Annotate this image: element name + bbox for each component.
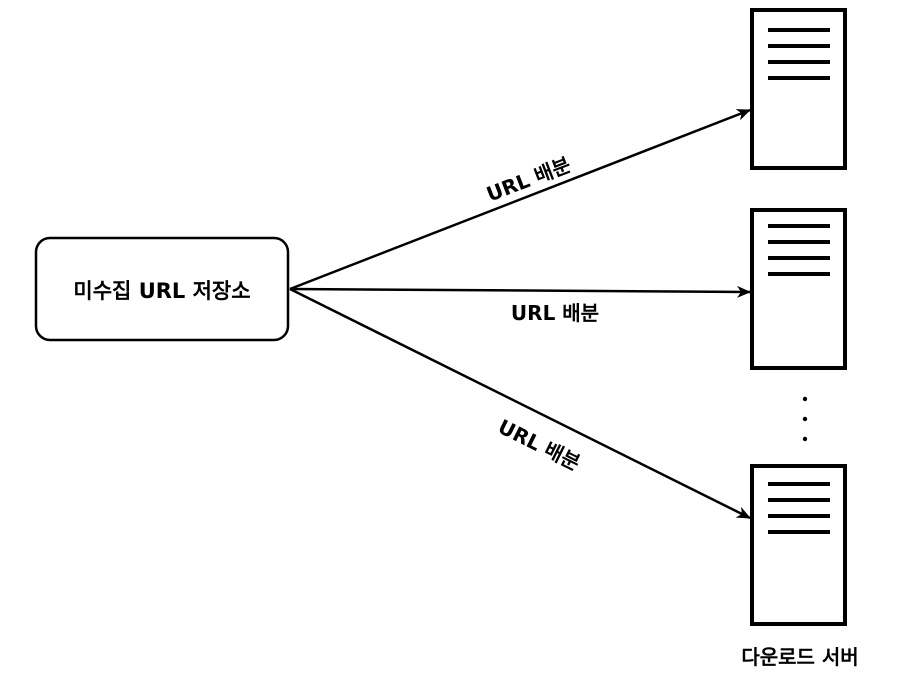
download-servers-caption: 다운로드 서버: [741, 645, 858, 669]
ellipsis-dots: [802, 396, 808, 442]
edge-label-1: URL 배분: [483, 152, 574, 206]
edge-label-2: URL 배분: [511, 301, 599, 325]
server-icon: [750, 8, 847, 170]
edge-label-3: URL 배분: [494, 414, 584, 475]
server-icon: [750, 464, 847, 626]
frontier-store-label: 미수집 URL 저장소: [73, 279, 250, 303]
frontier-store-node: 미수집 URL 저장소: [34, 236, 290, 342]
distribution-arrows: [289, 108, 751, 520]
frontier-store-box: [34, 236, 290, 342]
download-server-1: [750, 8, 847, 170]
download-server-2: [750, 208, 847, 370]
server-icon: [750, 208, 847, 370]
download-server-3: [750, 464, 847, 626]
arrow-to-server-2: [289, 285, 751, 298]
arrow-to-server-3: [289, 287, 751, 520]
arrow-to-server-1: [289, 108, 751, 291]
